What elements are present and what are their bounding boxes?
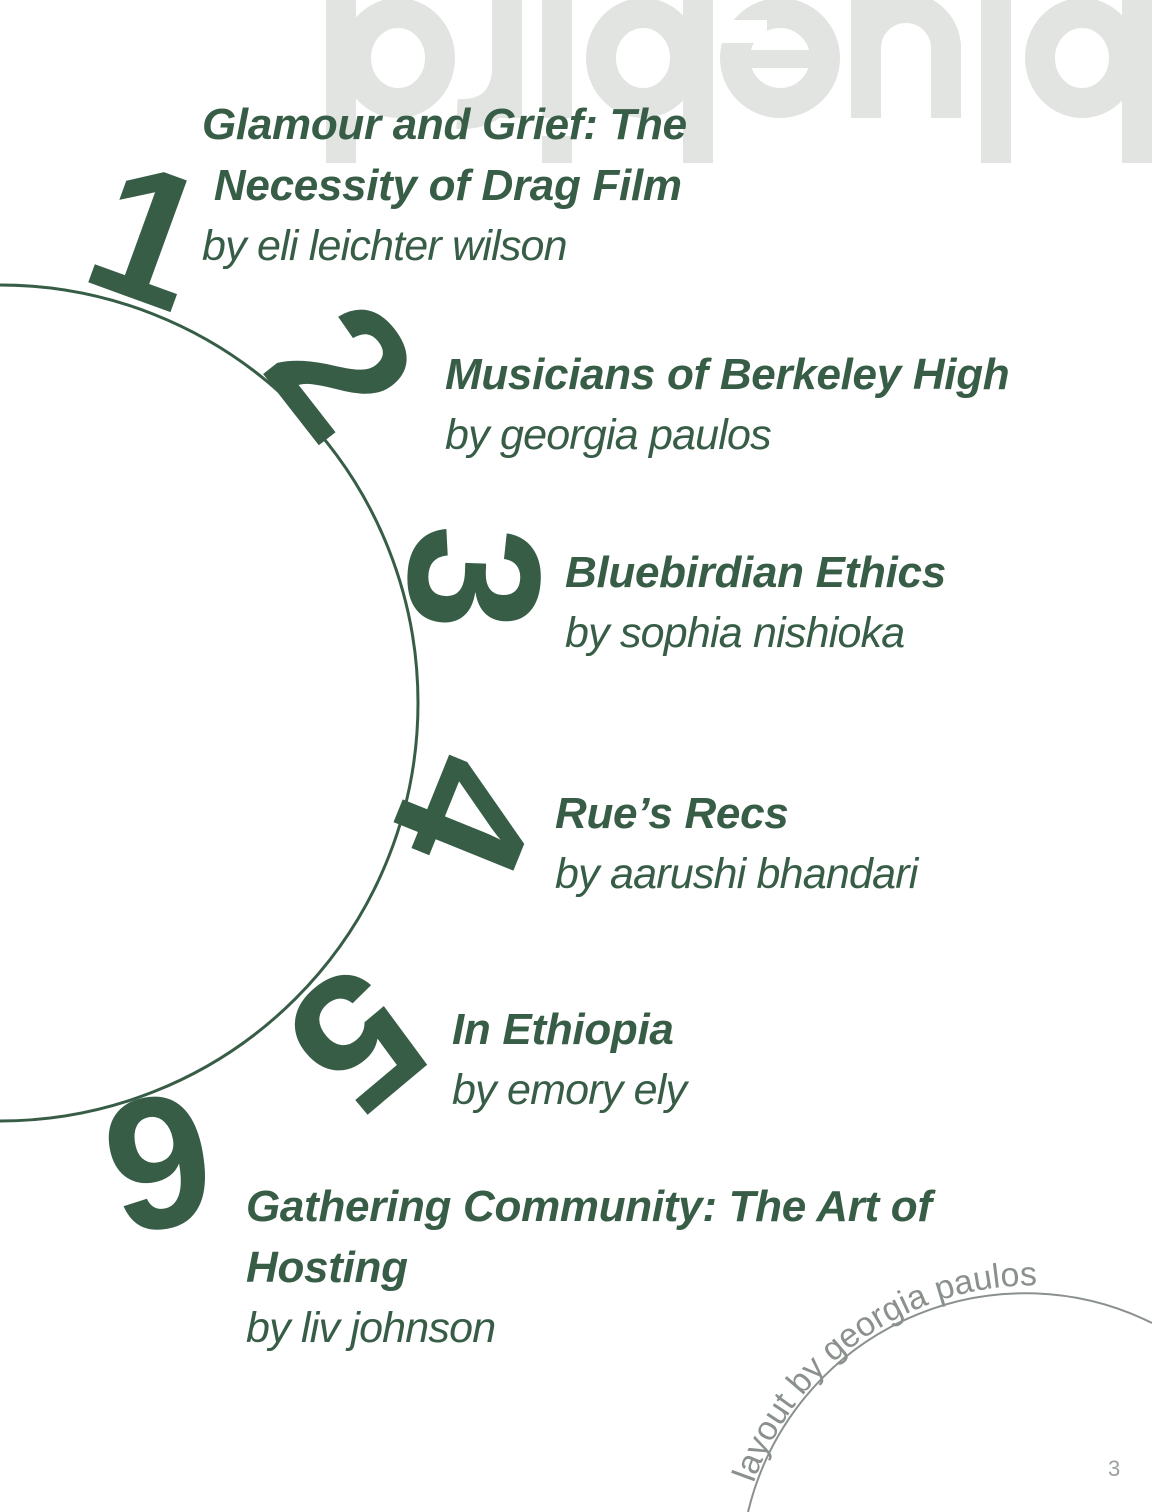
entry-byline: by eli leichter wilson	[202, 222, 568, 270]
entry-title: Bluebirdian Ethics	[565, 548, 946, 597]
entry-title: Gathering Community: The Art of	[246, 1182, 932, 1231]
toc-entry-3[interactable]: Bluebirdian Ethics by sophia nishioka	[565, 542, 946, 663]
entry-byline: by aarushi bhandari	[555, 850, 918, 898]
entry-title: Glamour and Grief: The	[202, 100, 687, 149]
page-number: 3	[1108, 1456, 1121, 1481]
masthead-logo	[326, 0, 1152, 163]
credit-arc-outline	[747, 1292, 1152, 1512]
entry-title: In Ethiopia	[452, 1005, 674, 1054]
entry-title: Necessity of Drag Film	[202, 161, 682, 210]
main-circle-outline	[0, 283, 420, 1123]
toc-entry-2[interactable]: Musicians of Berkeley High by georgia pa…	[445, 344, 1010, 465]
entry-title: Rue’s Recs	[555, 789, 789, 838]
entry-byline: by georgia paulos	[445, 411, 772, 459]
entry-number-3: 3	[367, 522, 582, 634]
toc-entry-5[interactable]: In Ethiopia by emory ely	[452, 999, 687, 1120]
toc-entry-6[interactable]: Gathering Community: The Art of Hosting …	[246, 1176, 932, 1358]
entry-title: Hosting	[246, 1243, 408, 1292]
toc-entry-1[interactable]: Glamour and Grief: The Necessity of Drag…	[202, 94, 687, 276]
entry-byline: by liv johnson	[246, 1304, 496, 1352]
toc-entry-4[interactable]: Rue’s Recs by aarushi bhandari	[555, 783, 918, 904]
entry-byline: by sophia nishioka	[565, 609, 905, 657]
entry-byline: by emory ely	[452, 1066, 687, 1114]
entry-title: Musicians of Berkeley High	[445, 350, 1010, 399]
